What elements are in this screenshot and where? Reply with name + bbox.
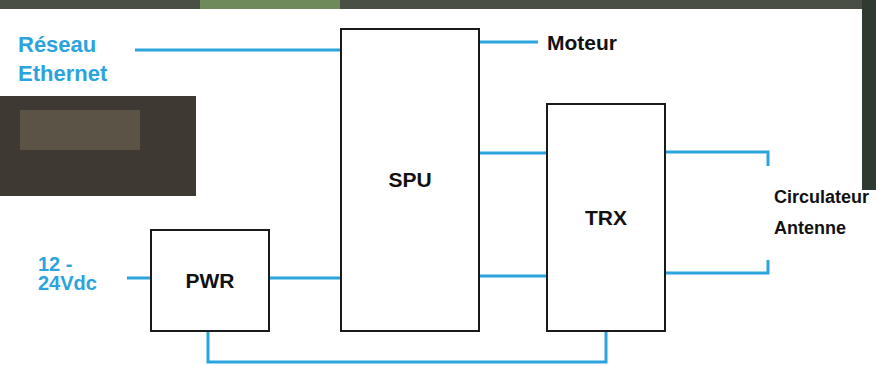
supply-label: 12 - 24Vdc: [38, 255, 108, 293]
network-label: Réseau Ethernet: [18, 30, 136, 88]
signal-wire: [480, 275, 546, 278]
motor-wire: [480, 41, 538, 44]
antenna-wire: [666, 260, 768, 273]
signal-wire: [270, 277, 340, 280]
signal-wire: [480, 152, 546, 155]
supply-wire: [127, 277, 150, 280]
photo-strip: [0, 0, 876, 9]
block-name: TRX: [585, 206, 627, 230]
signal-wire: [208, 332, 606, 362]
motor-label: Moteur: [547, 30, 617, 56]
block-box: TRX: [546, 103, 666, 332]
photo-patch: [862, 0, 876, 190]
photo-strip: [200, 0, 340, 9]
block-name: PWR: [186, 269, 235, 293]
ethernet-wire: [135, 49, 340, 52]
photo-patch: [20, 110, 140, 150]
block-name: SPU: [388, 168, 431, 192]
block-box: PWR: [150, 229, 270, 332]
antenna-label: Circulateur Antenne: [774, 182, 870, 244]
antenna-wire: [666, 152, 768, 166]
block-box: SPU: [340, 28, 480, 332]
photo-patch: [0, 96, 196, 196]
